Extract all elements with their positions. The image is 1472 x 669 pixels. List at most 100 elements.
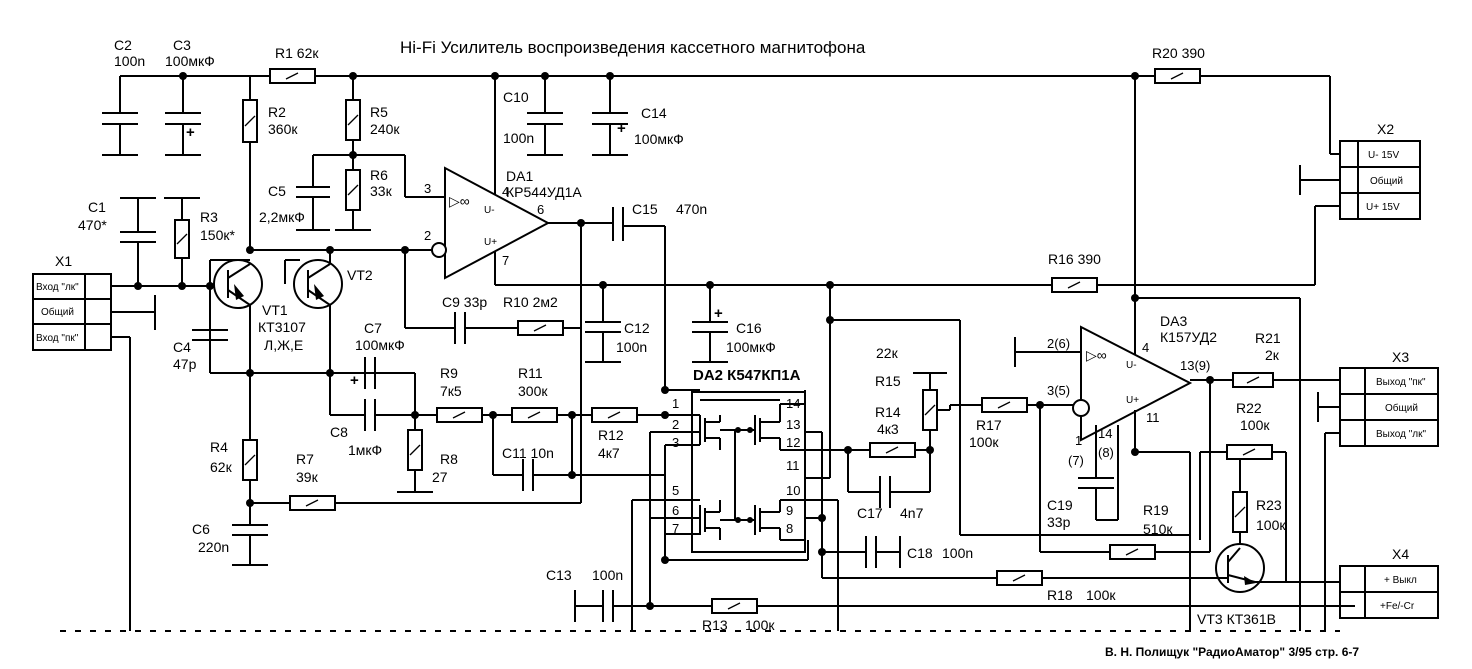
da2-pin: 5 [672, 483, 679, 498]
resistor-mark [452, 411, 466, 419]
r17-value: 100к [969, 434, 999, 450]
resistor-mark [244, 454, 256, 466]
r21-value: 2к [1265, 347, 1280, 363]
r11-ref: R11 [518, 365, 543, 381]
c15-ref: C15 [632, 201, 658, 217]
c15-value: 470n [676, 201, 707, 217]
resistor-mark [885, 446, 899, 454]
junction [735, 427, 741, 433]
c19-value: 33p [1047, 514, 1071, 530]
vt3-arrow [1244, 576, 1256, 585]
resistor-mark [727, 602, 741, 610]
c12-value: 100n [616, 339, 647, 355]
r23-ref: R23 [1256, 497, 1282, 513]
da1-supply-label: U+ [484, 237, 497, 248]
da2-pin: 7 [672, 521, 679, 536]
da3-pin: 14 [1098, 426, 1112, 441]
c6-ref: C6 [192, 521, 210, 537]
c12-ref: C12 [624, 320, 650, 336]
x1-connector [32, 273, 112, 351]
junction [735, 517, 741, 523]
c13-value: 100n [592, 567, 623, 583]
c16-polarity: + [714, 305, 723, 322]
x1-ref: X1 [55, 253, 72, 269]
r1-label: R1 62к [275, 45, 319, 61]
da2-pin: 11 [786, 458, 800, 473]
da3-pin: 13(9) [1180, 358, 1210, 373]
r8-ref: R8 [440, 451, 458, 467]
c16-ref: C16 [736, 320, 762, 336]
resistor-mark [176, 233, 188, 245]
x1-pin-label: Общий [41, 306, 74, 318]
resistor-mark [1234, 506, 1246, 518]
r7-value: 39к [296, 469, 319, 485]
r13-value: 100к [745, 617, 775, 633]
r19-value: 510к [1143, 521, 1173, 537]
x3-pin-label: Общий [1385, 402, 1418, 414]
da3-value: К157УД2 [1160, 329, 1217, 345]
c4-ref: C4 [173, 339, 191, 355]
c13-ref: C13 [546, 567, 572, 583]
da3-ref: DA3 [1160, 313, 1187, 329]
da3-supply-label: U+ [1126, 395, 1139, 406]
da3-pin: (8) [1098, 445, 1114, 460]
da2-pin: 2 [672, 417, 679, 432]
r19-ref: R19 [1143, 502, 1169, 518]
c17-value: 4n7 [900, 505, 924, 521]
da2-pin: 10 [786, 483, 800, 498]
da2-label: DA2 К547КП1А [693, 367, 801, 384]
da1-inverting-bubble [431, 242, 447, 258]
vt3-label: VT3 КТ361В [1197, 611, 1276, 627]
r22-value: 100к [1240, 417, 1270, 433]
r7-ref: R7 [296, 451, 314, 467]
c7-ref: C7 [364, 320, 382, 336]
r9-ref: R9 [440, 365, 458, 381]
r12-value: 4к7 [598, 445, 620, 461]
x1-pin-label: Вход "лк" [36, 282, 79, 293]
da1-symbol: ▷∞ [449, 193, 470, 209]
x3-ref: X3 [1392, 349, 1409, 365]
da3-pin: (7) [1068, 453, 1084, 468]
x2-ref: X2 [1377, 121, 1394, 137]
da1-pin: 2 [424, 228, 431, 243]
resistor-mark [347, 184, 359, 196]
r20-label: R20 390 [1152, 45, 1205, 61]
da1-supply-label: U- [484, 205, 495, 216]
r2-value: 360к [268, 121, 298, 137]
c14-ref: C14 [641, 105, 667, 121]
c3-ref: C3 [173, 37, 191, 53]
da3-pin: 3(5) [1047, 383, 1070, 398]
da3-pin: 2(6) [1047, 336, 1070, 351]
c8-ref: C8 [330, 424, 348, 440]
c14-polarity: + [617, 120, 626, 137]
resistor-mark [607, 411, 621, 419]
c14-value: 100мкФ [634, 131, 684, 147]
da2-pin: 12 [786, 435, 800, 450]
c2-ref: C2 [114, 37, 132, 53]
r15-ref: R15 [875, 373, 901, 389]
x4-ref: X4 [1392, 546, 1409, 562]
schematic-title: Hi-Fi Усилитель воспроизведения кассетно… [400, 38, 866, 57]
vt2-collector [307, 263, 331, 279]
da2-pin: 6 [672, 503, 679, 518]
r14-ref: R14 [875, 404, 901, 420]
da1-value: КР544УД1А [506, 184, 582, 200]
da3-pin: 11 [1146, 410, 1160, 425]
resistor-mark [924, 404, 936, 416]
da1-opamp [444, 166, 551, 280]
vt2-ref: VT2 [347, 267, 373, 283]
resistor-mark [409, 444, 421, 456]
vt3-collector [1227, 547, 1241, 563]
resistor-mark [997, 401, 1011, 409]
x4-pin-label: +Fe/-Cr [1380, 601, 1415, 612]
r11-value: 300к [518, 383, 548, 399]
da1-pin: 3 [424, 181, 431, 196]
c5-value: 2,2мкФ [259, 209, 305, 225]
r21-ref: R21 [1255, 330, 1281, 346]
r16-label: R16 390 [1048, 251, 1101, 267]
c18-ref: C18 [907, 545, 933, 561]
r3-ref: R3 [200, 209, 218, 225]
r15-value: 22к [876, 345, 899, 361]
resistor-mark [1242, 448, 1256, 456]
resistor-mark [1012, 574, 1026, 582]
